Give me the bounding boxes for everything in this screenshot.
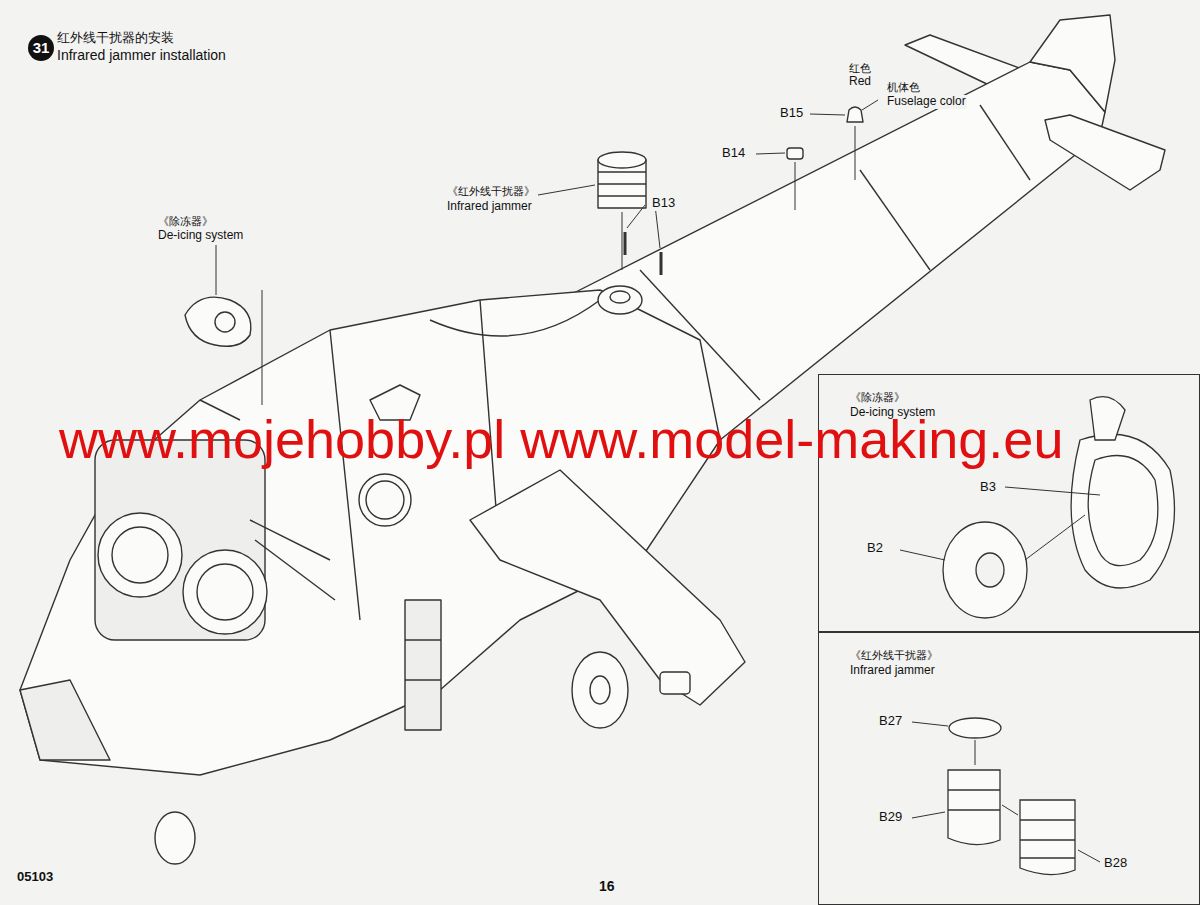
- engine-intake: [98, 513, 182, 597]
- part-b2: [943, 522, 1027, 618]
- part-name: 《红外线干扰器》: [446, 185, 536, 198]
- part-number: B3: [979, 480, 997, 495]
- part-name: 《除冻器》: [157, 215, 214, 228]
- wheel: [155, 812, 195, 864]
- part-number: B28: [1103, 856, 1128, 871]
- part-b28: [1020, 800, 1075, 875]
- tail-fin: [1030, 15, 1115, 112]
- part-b15: [847, 107, 863, 122]
- page-number: 16: [598, 878, 616, 894]
- page-code: 05103: [16, 870, 54, 885]
- part-number: B15: [779, 106, 804, 121]
- color-note: Red: [848, 75, 872, 89]
- panel-heading: 《除冻器》: [849, 391, 906, 404]
- part-name: Infrared jammer: [446, 200, 533, 214]
- step-number: 31: [28, 35, 54, 61]
- stabilizer: [1045, 115, 1165, 190]
- part-number: B2: [866, 541, 884, 556]
- engine-intake: [183, 550, 267, 634]
- color-note: 机体色: [886, 81, 921, 94]
- de-icing-part: [185, 297, 251, 346]
- part-b14: [787, 148, 803, 159]
- window: [359, 474, 411, 526]
- jammer-mount: [598, 286, 642, 314]
- step-title: 红外线干扰器的安装: [56, 31, 175, 46]
- step-title: Infrared jammer installation: [56, 47, 227, 63]
- panel-heading: 《红外线干扰器》: [849, 649, 939, 662]
- watermark: www.mojehobby.pl www.model-making.eu: [58, 408, 1064, 470]
- wheel: [572, 652, 628, 728]
- part-number: B14: [721, 146, 746, 161]
- part-b3: [1071, 434, 1174, 588]
- color-note: Fuselage color: [886, 95, 967, 109]
- part-number: B29: [878, 810, 903, 825]
- part-b29: [948, 770, 1000, 845]
- part-number: B27: [878, 714, 903, 729]
- ladder: [405, 600, 441, 730]
- part-b27: [949, 718, 1001, 738]
- inset-panel: 《红外线干扰器》 Infrared jammer: [818, 632, 1200, 905]
- part-name: De-icing system: [157, 229, 244, 243]
- part-number: B13: [651, 196, 676, 211]
- color-note: 红色: [848, 62, 872, 75]
- panel-heading: Infrared jammer: [849, 664, 936, 678]
